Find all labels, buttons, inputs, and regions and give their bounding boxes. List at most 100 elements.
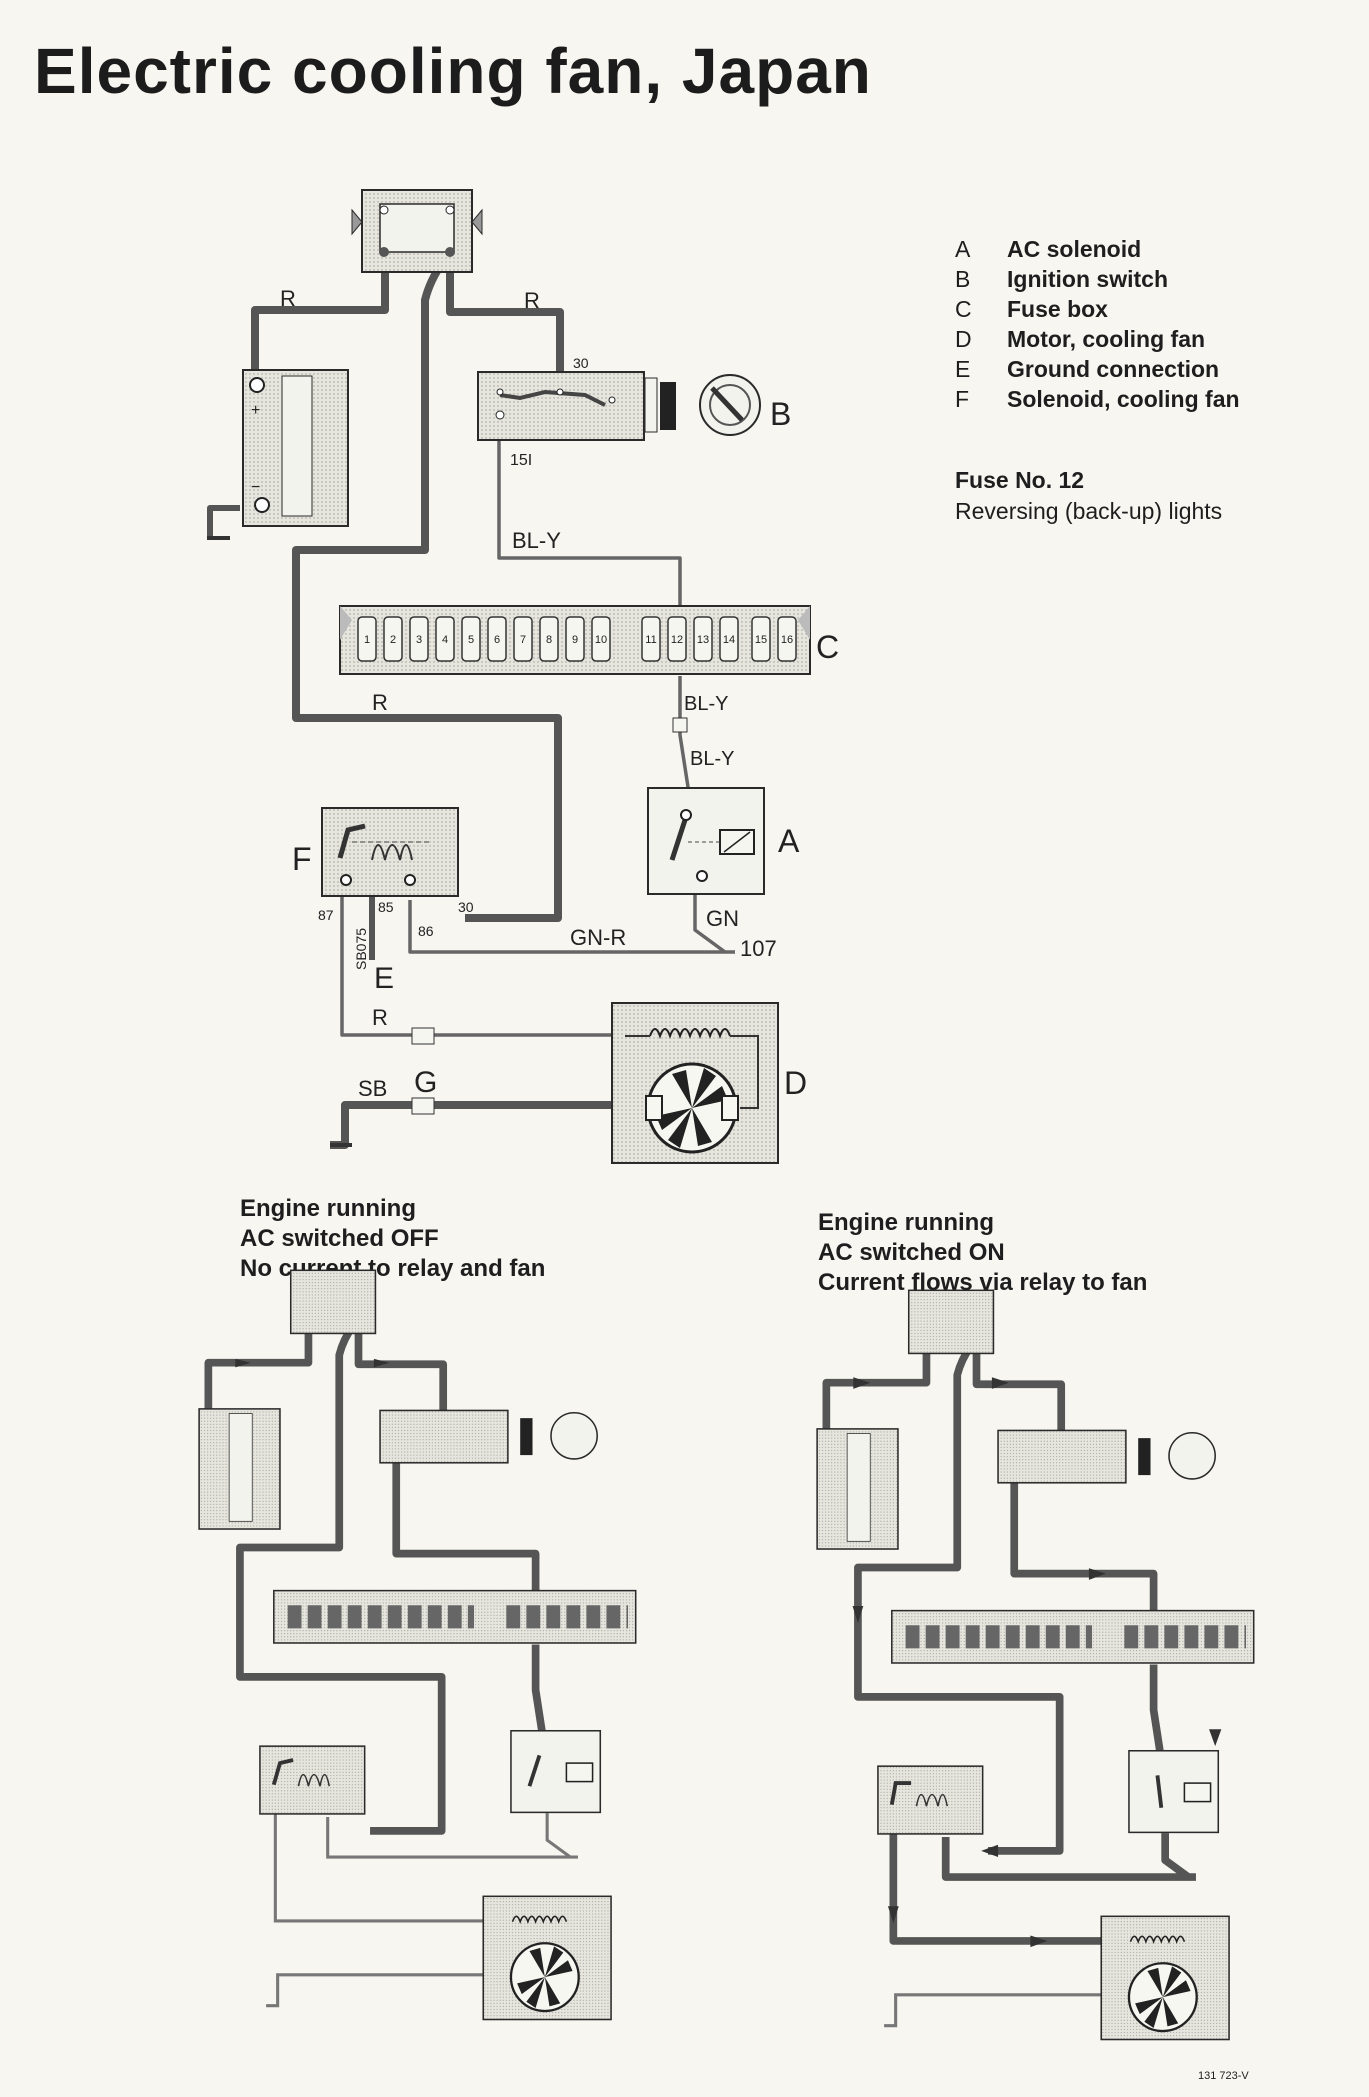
wire-bl-y-switch-to-fuse: [392, 1462, 540, 1596]
legend-key: E: [955, 356, 971, 382]
legend-item-c: C Fuse box: [955, 294, 1240, 324]
fuse-number-label: 2: [390, 634, 396, 646]
wire-connector: [411, 1027, 435, 1045]
component-letter-c: C: [816, 629, 839, 665]
cooling-fan-relay: [321, 807, 459, 897]
wire-color-label: R: [280, 286, 296, 311]
caption-ac-off: Engine running AC switched OFF No curren…: [240, 1194, 545, 1284]
legend-label: Motor, cooling fan: [1007, 326, 1206, 352]
svg-text:+: +: [251, 402, 260, 419]
caption-line: Engine running: [240, 1195, 416, 1222]
caption-line: Engine running: [818, 1209, 994, 1236]
legend-item-d: D Motor, cooling fan: [955, 324, 1240, 354]
component-letter-f: F: [292, 841, 312, 877]
page-title: Electric cooling fan, Japan: [34, 35, 872, 107]
fuse-number-label: 15: [755, 634, 767, 646]
diagram-ac-off: [198, 1269, 637, 2021]
legend-label: Ground connection: [1007, 356, 1220, 382]
fuse-number-label: 5: [468, 634, 474, 646]
wire-r-relay-87-to-motor: [340, 892, 612, 1037]
wire-gn-r-relay-86: [408, 900, 735, 954]
wire-color-label: GN-R: [570, 925, 626, 950]
wire-sb-motor-to-ground: [330, 1101, 640, 1149]
fuse-number-label: 7: [520, 634, 526, 646]
legend-key: C: [955, 296, 972, 322]
legend-key: D: [955, 326, 972, 352]
legend-key: B: [955, 266, 971, 292]
legend-label: AC solenoid: [1007, 236, 1142, 262]
fuse-slots: [357, 616, 797, 662]
wire-link-to-ignition-switch: [446, 255, 564, 375]
wire-battery-to-fusible-link: [251, 255, 389, 380]
terminal-label: 85: [378, 899, 394, 915]
fuse-numbers: 1 2 3 4 5 6 7 8 9 10 11 12 13 14 15 16: [364, 634, 793, 646]
wire-link-to-ignition-switch: [354, 1320, 448, 1413]
terminal-label: 15I: [510, 452, 532, 469]
wire-color-label: GN: [706, 906, 739, 931]
legend-item-a: A AC solenoid: [955, 234, 1240, 264]
fuse-number-label: 11: [645, 634, 656, 646]
fuse-number-label: 16: [781, 634, 793, 646]
caption-line: AC switched ON: [818, 1239, 1005, 1266]
fuse-number-label: 14: [723, 634, 735, 646]
svg-text:−: −: [251, 479, 260, 496]
cooling-fan-motor: [611, 1002, 779, 1164]
component-letter-e: E: [374, 962, 394, 995]
caption-line: AC switched OFF: [240, 1225, 439, 1252]
fuse-box: 1 2 3 4 5 6 7 8 9 10 11 12 13 14 15 16: [339, 605, 811, 733]
diagram-ac-on: [816, 1289, 1255, 2041]
legend-label: Solenoid, cooling fan: [1007, 386, 1240, 412]
component-letter-a: A: [778, 823, 800, 859]
wire-color-label: R: [372, 1005, 388, 1030]
fuse-number-label: 13: [697, 634, 709, 646]
legend-item-e: E Ground connection: [955, 354, 1240, 384]
ignition-switch: [477, 371, 761, 441]
legend-label: Fuse box: [1007, 296, 1108, 322]
wire-bl-y-fuse-to-solenoid: [531, 1644, 548, 1741]
main-labels: R R 30 15I BL-Y BL-Y BL-Y R GN-R GN 107 …: [280, 286, 839, 1101]
main-diagram: + −: [207, 189, 839, 1164]
connector-block: [672, 717, 688, 733]
legend-key: A: [955, 236, 971, 262]
wire-battery-to-fusible-link: [822, 1340, 931, 1437]
fuse-number-label: 9: [572, 634, 578, 646]
fuse-number-label: 3: [416, 634, 422, 646]
fuse-number-label: 12: [671, 634, 683, 646]
terminal-label: 87: [318, 907, 334, 923]
wire-link-to-ignition-switch: [972, 1340, 1066, 1433]
terminal-label: 30: [458, 899, 474, 915]
component-letter-b: B: [770, 396, 791, 432]
fuse-description: Reversing (back-up) lights: [955, 498, 1223, 524]
wire-battery-to-fusible-link: [204, 1320, 313, 1417]
drawing-code: 131 723-V: [1198, 2070, 1249, 2082]
terminal-label: 107: [740, 936, 777, 961]
wire-bl-y-fuse-to-solenoid: [678, 676, 692, 801]
component-letter-d: D: [784, 1065, 807, 1101]
fusible-link: [351, 189, 483, 273]
wire-battery-ground: [207, 505, 240, 538]
terminal-label: 86: [418, 923, 434, 939]
current-arrow-icon: [235, 1358, 390, 1368]
wire-color-label: BL-Y: [512, 528, 561, 553]
wire-connector: [411, 1097, 435, 1115]
wire-color-label: R: [372, 690, 388, 715]
legend-item-f: F Solenoid, cooling fan: [955, 384, 1240, 414]
wire-color-label: SB: [358, 1076, 387, 1101]
terminal-label: 30: [573, 355, 589, 371]
fuse-note: Fuse No. 12 Reversing (back-up) lights: [955, 465, 1222, 527]
battery-icon: + −: [242, 369, 349, 527]
wire-gn-r-relay-86: [941, 1833, 1196, 1881]
fuse-number-label: 1: [364, 634, 370, 646]
legend-key: F: [955, 386, 970, 412]
legend-item-b: B Ignition switch: [955, 264, 1240, 294]
wire-bl-y-switch-to-fuse: [1010, 1482, 1158, 1616]
ground-icon: [207, 536, 352, 1147]
fuse-number-label: 6: [494, 634, 500, 646]
component-letter-g: G: [414, 1066, 437, 1099]
legend-label: Ignition switch: [1007, 266, 1168, 292]
wire-bl-y-fuse-to-solenoid: [1149, 1664, 1166, 1761]
fuse-number: Fuse No. 12: [955, 467, 1085, 493]
ac-solenoid: [647, 787, 765, 895]
